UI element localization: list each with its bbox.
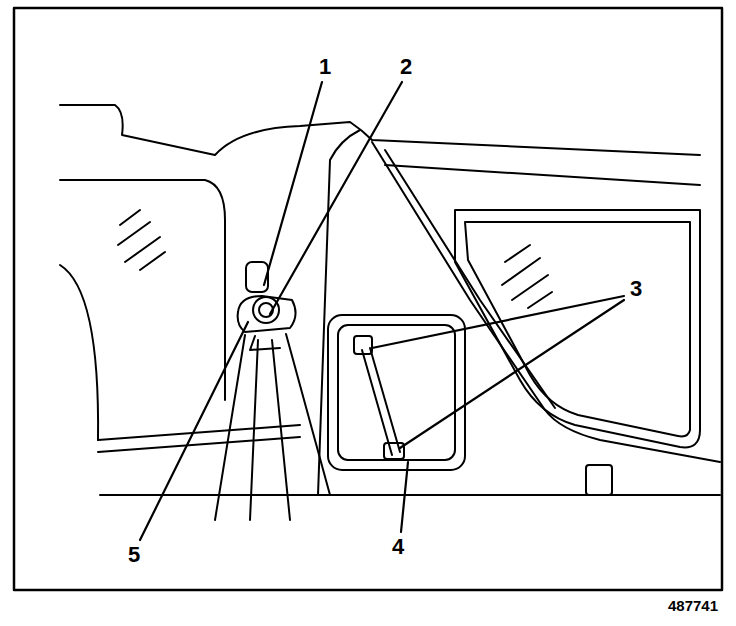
callout-number: 5 <box>128 544 140 566</box>
callout-number: 1 <box>319 56 331 78</box>
roof-line <box>60 105 700 155</box>
handle-end-upper <box>354 336 372 354</box>
assist-handle <box>362 348 400 455</box>
anchor-bolt <box>253 297 279 323</box>
frame <box>14 8 722 590</box>
trim-tab <box>586 465 612 495</box>
leader-line <box>270 82 402 314</box>
leader-line <box>401 462 408 532</box>
leader-line <box>140 322 248 540</box>
handle-recess-inner <box>338 325 455 460</box>
figure-number: 487741 <box>668 598 718 613</box>
anchor-bolt-inner <box>259 303 273 317</box>
leader-lines <box>140 82 624 540</box>
window-hatch <box>502 245 552 308</box>
leader-line <box>400 300 624 448</box>
pillar-front-2 <box>385 150 555 408</box>
seat-base-2 <box>98 437 300 452</box>
callout-number: 2 <box>400 56 412 78</box>
leader-line <box>264 82 322 285</box>
seat-back <box>60 180 225 400</box>
pillar-front <box>372 142 720 462</box>
lower-trim <box>100 494 720 496</box>
anchor-bracket <box>246 262 268 292</box>
seat-base <box>98 425 300 440</box>
side-window <box>455 210 700 447</box>
glass-hatch <box>118 210 165 270</box>
belt-webbing <box>215 334 330 520</box>
d-ring-slot <box>250 336 280 350</box>
callout-number: 3 <box>630 278 642 300</box>
handle-recess <box>328 315 465 470</box>
handle-end-lower <box>384 443 404 459</box>
seat-curve <box>60 265 98 440</box>
callout-number: 4 <box>392 536 404 558</box>
leader-line <box>372 296 624 348</box>
side-window-inner <box>465 222 690 436</box>
roof-trim <box>385 165 700 185</box>
